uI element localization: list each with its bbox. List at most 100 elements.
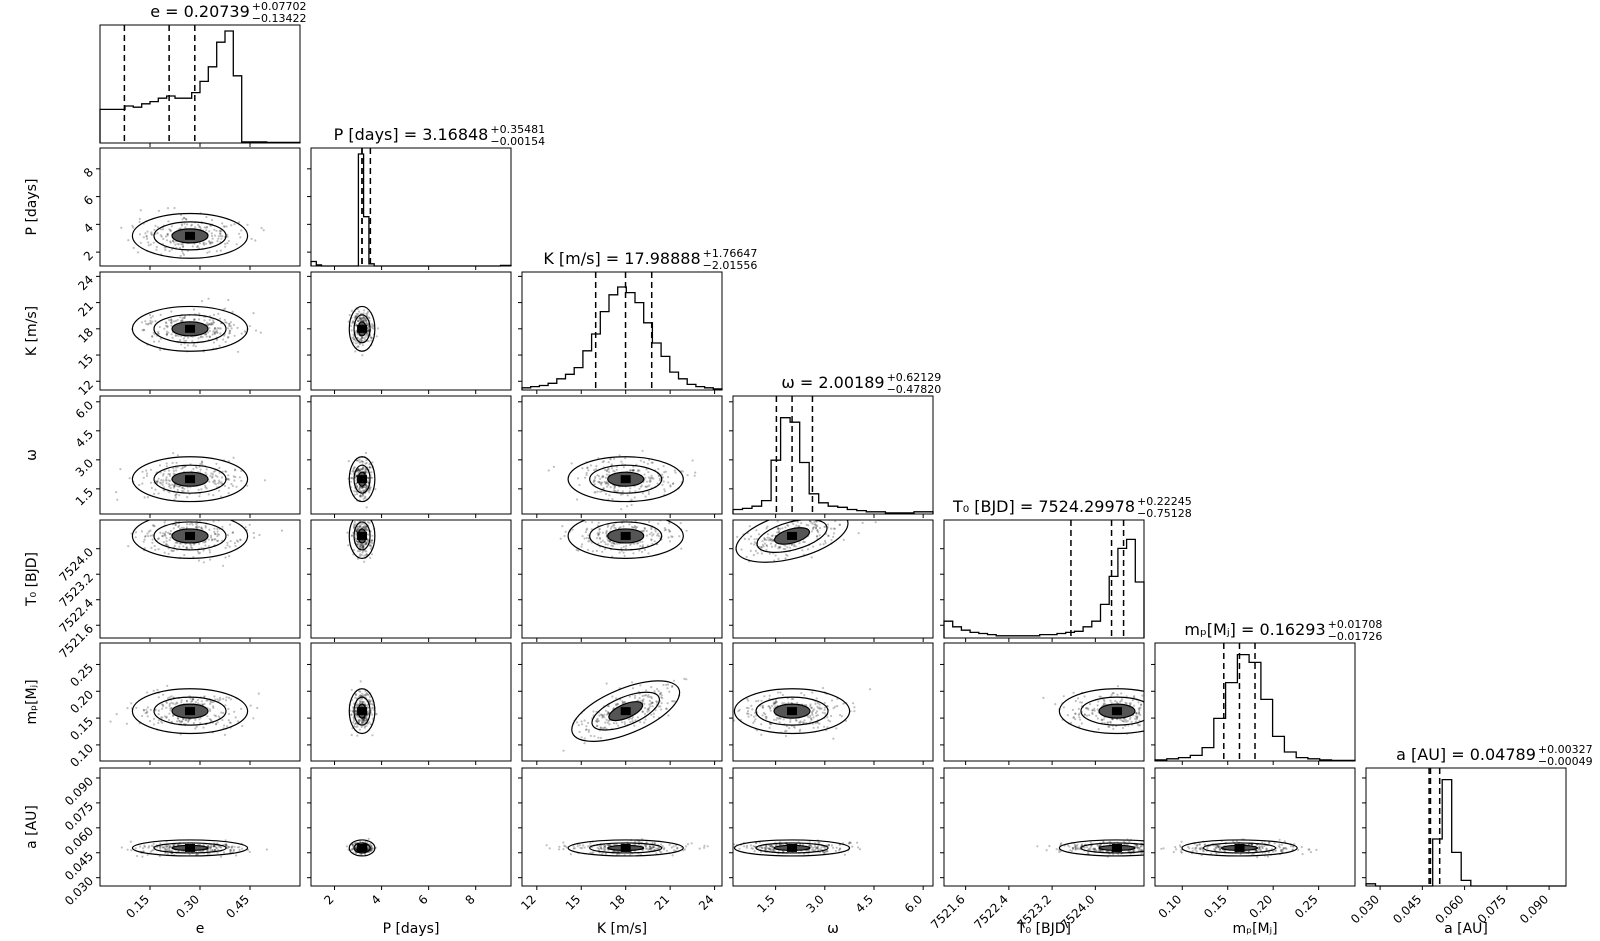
sample-point	[779, 717, 782, 720]
sample-point	[354, 706, 357, 710]
sample-point	[643, 702, 646, 706]
sample-point	[174, 334, 177, 337]
sample-point	[143, 547, 146, 550]
sample-point	[607, 523, 610, 527]
sample-point	[811, 528, 815, 531]
sample-point	[644, 845, 648, 848]
sample-point	[181, 516, 183, 518]
sample-point	[353, 524, 356, 527]
sample-point	[592, 480, 595, 484]
sample-point	[662, 480, 665, 483]
sample-point	[605, 531, 608, 534]
sample-point	[362, 700, 365, 703]
sample-point	[208, 335, 211, 339]
sample-point	[597, 533, 600, 536]
sample-point	[659, 850, 662, 853]
sample-point	[358, 342, 362, 345]
sample-point	[598, 533, 601, 536]
sample-point	[196, 699, 199, 702]
sample-point	[370, 337, 373, 340]
sample-point	[621, 490, 624, 493]
sample-point	[633, 525, 637, 528]
sample-point	[149, 316, 153, 319]
sample-point	[200, 488, 203, 491]
sample-point	[799, 721, 802, 724]
sample-point	[358, 718, 361, 721]
sample-point	[249, 704, 252, 707]
sample-point	[356, 493, 359, 496]
sample-point	[1107, 721, 1110, 724]
sample-point	[362, 312, 365, 315]
sample-point	[171, 550, 174, 553]
sample-point	[678, 535, 681, 538]
contour-3-0-0	[131, 456, 249, 503]
sample-point	[143, 329, 146, 332]
sample-point	[350, 713, 353, 717]
sample-point	[1156, 700, 1158, 702]
sample-point	[733, 719, 736, 722]
sample-point	[152, 516, 154, 518]
sample-point	[601, 550, 604, 553]
sample-point	[210, 234, 214, 237]
sample-point	[354, 706, 357, 709]
sample-point	[662, 683, 665, 687]
sample-point	[180, 243, 183, 246]
sample-point	[358, 458, 361, 461]
sample-point	[211, 219, 214, 222]
sample-point	[206, 699, 209, 702]
histogram-0	[99, 30, 301, 144]
sample-point	[750, 542, 753, 545]
peak-5-3	[787, 707, 798, 716]
sample-point	[598, 528, 601, 531]
sample-point	[576, 477, 580, 480]
sample-point	[815, 525, 818, 528]
contour-5-0-0	[131, 688, 249, 735]
sample-point	[207, 538, 210, 541]
sample-point	[583, 846, 586, 849]
sample-point	[361, 317, 364, 320]
sample-point	[596, 532, 599, 535]
sample-point	[162, 703, 165, 707]
sample-point	[358, 525, 361, 528]
sample-point	[228, 331, 232, 334]
sample-point	[360, 317, 363, 320]
sample-point	[204, 540, 207, 543]
sample-point	[214, 532, 217, 535]
sample-point	[357, 459, 360, 462]
sample-point	[613, 489, 616, 492]
sample-point	[1112, 692, 1115, 695]
sample-point	[210, 241, 213, 244]
sample-point	[370, 325, 373, 328]
contour-5-2-0	[571, 680, 681, 742]
sample-point	[355, 534, 358, 537]
sample-point	[753, 720, 756, 723]
sample-point	[826, 716, 829, 719]
sample-point	[167, 473, 170, 476]
sample-point	[206, 852, 209, 856]
sample-point	[649, 480, 652, 483]
sample-point	[368, 721, 371, 724]
sample-point	[364, 468, 367, 471]
sample-point	[179, 339, 182, 342]
sample-point	[187, 719, 190, 722]
sample-point	[1147, 712, 1149, 714]
sample-point	[366, 332, 369, 336]
sample-point	[227, 707, 230, 711]
sample-point	[562, 749, 565, 752]
sample-point	[603, 726, 606, 730]
sample-point	[1080, 722, 1083, 725]
sample-point	[1129, 716, 1132, 719]
sample-point	[218, 479, 221, 482]
sample-point	[685, 678, 688, 681]
sample-point	[812, 545, 815, 548]
sample-point	[616, 542, 619, 545]
density-6-0	[120, 839, 268, 858]
sample-point	[191, 698, 194, 701]
sample-point	[631, 469, 634, 472]
sample-point	[214, 469, 217, 472]
sample-point	[683, 677, 686, 681]
sample-point	[646, 847, 649, 850]
sample-point	[235, 854, 238, 857]
sample-point	[151, 538, 154, 541]
sample-point	[186, 344, 189, 347]
